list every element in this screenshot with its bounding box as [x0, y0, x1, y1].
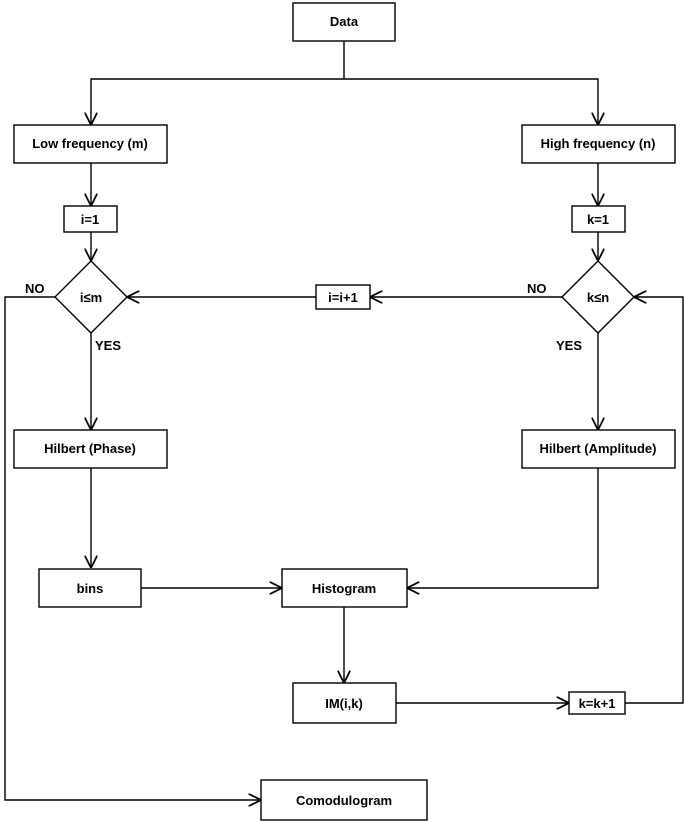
node-i-increment: i=i+1 — [315, 284, 371, 310]
node-high-frequency-label: High frequency (n) — [541, 136, 656, 151]
node-k-increment: k=k+1 — [568, 691, 626, 715]
node-i-init-label: i=1 — [81, 212, 99, 227]
node-hilbert-phase-label: Hilbert (Phase) — [44, 441, 136, 456]
node-data: Data — [292, 2, 396, 42]
decision-i-condition-label: i≤m — [80, 290, 102, 305]
node-comodulogram: Comodulogram — [260, 779, 428, 821]
node-hilbert-amplitude: Hilbert (Amplitude) — [521, 429, 676, 469]
node-i-init: i=1 — [63, 205, 118, 233]
node-low-frequency-label: Low frequency (m) — [32, 136, 148, 151]
node-k-init-label: k=1 — [587, 212, 609, 227]
node-comodulogram-label: Comodulogram — [296, 793, 392, 808]
edge-split-high — [344, 78, 598, 125]
node-hilbert-amplitude-label: Hilbert (Amplitude) — [540, 441, 657, 456]
edge-label-no-right: NO — [527, 281, 547, 296]
edge-amp-hist — [407, 468, 599, 588]
decision-k-condition-label: k≤n — [587, 290, 609, 305]
node-hilbert-phase: Hilbert (Phase) — [13, 429, 168, 469]
decision-i-condition: i≤m — [54, 260, 128, 334]
node-im: IM(i,k) — [292, 682, 397, 724]
node-low-frequency: Low frequency (m) — [13, 124, 168, 164]
edge-split-low — [91, 78, 344, 125]
node-data-label: Data — [330, 14, 359, 29]
decision-k-condition: k≤n — [561, 260, 635, 334]
edge-label-no-left: NO — [25, 281, 45, 296]
edge-icond-como — [4, 296, 261, 800]
node-histogram: Histogram — [281, 568, 408, 608]
edge-label-yes-right: YES — [556, 338, 582, 353]
node-high-frequency: High frequency (n) — [521, 124, 676, 164]
node-im-label: IM(i,k) — [325, 696, 363, 711]
edge-label-yes-left: YES — [95, 338, 121, 353]
node-bins-label: bins — [77, 581, 104, 596]
node-bins: bins — [38, 568, 142, 608]
node-histogram-label: Histogram — [312, 581, 376, 596]
node-k-init: k=1 — [571, 205, 626, 233]
connectors — [4, 41, 684, 800]
edge-kinc-kcond — [625, 297, 684, 704]
node-k-increment-label: k=k+1 — [579, 696, 616, 711]
node-i-increment-label: i=i+1 — [328, 290, 358, 305]
